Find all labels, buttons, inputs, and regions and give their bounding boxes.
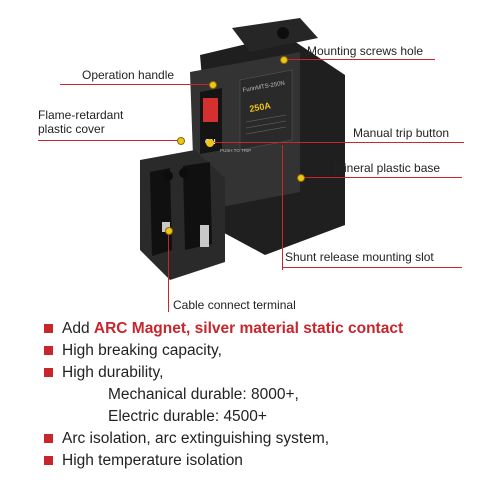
breaker-image: FurinMTS-250N 250A ON PUSH TO TRIP bbox=[140, 18, 345, 280]
breaker-top-cap bbox=[232, 18, 318, 52]
callout-mounting-screws: Mounting screws hole bbox=[307, 44, 424, 58]
callout-line bbox=[168, 230, 169, 312]
callout-line bbox=[214, 142, 464, 143]
callout-marker bbox=[209, 81, 217, 89]
trip-label: PUSH TO TRIP bbox=[220, 148, 251, 153]
callout-operation-handle: Operation handle bbox=[82, 68, 175, 82]
feature-item-arc-isolation: Arc isolation, arc extinguishing system, bbox=[40, 428, 480, 450]
feature-mechanical-text: Mechanical durable: 8000+, bbox=[108, 386, 299, 403]
callout-manual-trip: Manual trip button bbox=[353, 126, 450, 140]
feature-add-prefix: Add bbox=[62, 320, 94, 337]
callout-flame-cover-line2: plastic cover bbox=[38, 122, 105, 136]
feature-temperature-text: High temperature isolation bbox=[62, 452, 243, 469]
callout-mineral-base: Mineral plastic base bbox=[334, 161, 441, 175]
callout-line bbox=[300, 177, 462, 178]
callout-line bbox=[282, 267, 462, 268]
feature-breaking-text: High breaking capacity, bbox=[62, 342, 222, 359]
feature-item-durability: High durability, bbox=[40, 362, 480, 384]
callout-line bbox=[38, 140, 180, 141]
label-plate bbox=[239, 69, 293, 151]
callout-marker bbox=[297, 174, 305, 182]
bullet-icon bbox=[44, 324, 53, 333]
feature-subitem-electric: Electric durable: 4500+ bbox=[40, 406, 480, 428]
callout-marker bbox=[280, 56, 288, 64]
trip-button-icon[interactable] bbox=[206, 139, 214, 147]
bullet-icon bbox=[44, 346, 53, 355]
callout-marker bbox=[177, 137, 185, 145]
callout-line bbox=[60, 84, 212, 85]
feature-item-breaking: High breaking capacity, bbox=[40, 340, 480, 362]
feature-subitem-mechanical: Mechanical durable: 8000+, bbox=[40, 384, 480, 406]
bullet-icon bbox=[44, 434, 53, 443]
feature-electric-text: Electric durable: 4500+ bbox=[108, 408, 267, 425]
operation-handle[interactable] bbox=[203, 98, 218, 122]
bullet-icon bbox=[44, 368, 53, 377]
feature-arc-isolation-text: Arc isolation, arc extinguishing system, bbox=[62, 430, 330, 447]
mounting-hole-icon bbox=[277, 27, 289, 39]
feature-item-add: Add ARC Magnet, silver material static c… bbox=[40, 318, 480, 340]
terminal-screw-right bbox=[200, 225, 209, 247]
callout-line bbox=[285, 59, 435, 60]
bullet-icon bbox=[44, 456, 53, 465]
callout-flame-cover-line1: Flame-retardant bbox=[38, 108, 124, 122]
rating-label: 250A bbox=[249, 100, 272, 114]
feature-item-temperature: High temperature isolation bbox=[40, 450, 480, 472]
feature-add-highlight: ARC Magnet, silver material static conta… bbox=[93, 320, 404, 337]
feature-list: Add ARC Magnet, silver material static c… bbox=[40, 318, 480, 472]
callout-shunt-release: Shunt release mounting slot bbox=[285, 250, 434, 264]
callout-cable-terminal: Cable connect terminal bbox=[173, 298, 296, 312]
callout-line bbox=[282, 145, 283, 270]
feature-durability-text: High durability, bbox=[62, 364, 164, 381]
callout-marker bbox=[165, 227, 173, 235]
